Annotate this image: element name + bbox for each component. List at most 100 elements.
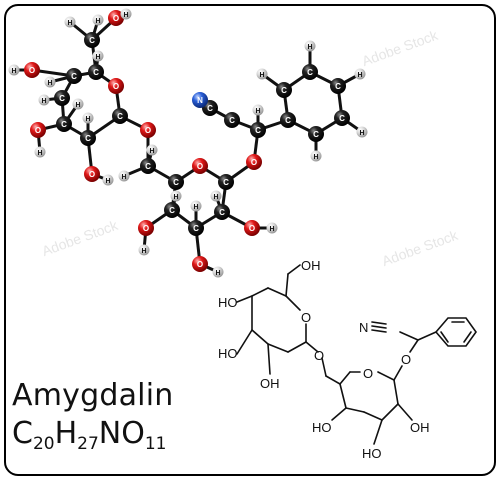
- hydrogen-atom: H: [170, 190, 182, 202]
- atom-symbol: H: [313, 154, 318, 161]
- atom-symbol: C: [335, 82, 341, 91]
- hydrogen-atom: H: [310, 150, 322, 162]
- nitrogen-atom: N: [192, 92, 208, 108]
- atom-symbol: H: [215, 270, 220, 277]
- oxygen-atom: O: [138, 220, 154, 236]
- atom-symbol: O: [197, 162, 203, 171]
- hydrogen-atom: H: [34, 146, 46, 158]
- atom-symbol: H: [75, 102, 80, 109]
- carbon-atom: C: [218, 174, 234, 190]
- oxygen-atom: O: [140, 122, 156, 138]
- hydrogen-atom: H: [210, 190, 222, 202]
- oxygen-atom: O: [246, 154, 262, 170]
- hydrogen-atom: H: [120, 8, 132, 20]
- hydrogen-atom: H: [118, 170, 130, 182]
- atom-symbol: C: [59, 94, 65, 103]
- oh-bottom-left-label: OH: [260, 376, 280, 391]
- atom-symbol: O: [113, 14, 119, 23]
- atom-symbol: H: [121, 174, 126, 181]
- carbon-count: 20: [32, 434, 55, 454]
- hydrogen-atom: H: [64, 16, 76, 28]
- oxygen-atom: O: [30, 122, 46, 138]
- oxygen-atom: O: [244, 220, 260, 236]
- atom-symbol: C: [117, 112, 123, 121]
- hydrogen-atom: H: [38, 94, 50, 106]
- atom-symbol: H: [95, 54, 100, 61]
- carbon-atom: C: [334, 110, 350, 126]
- hydrogen-atom: H: [252, 104, 264, 116]
- ho-label-3: HO: [312, 420, 332, 435]
- atom-symbol: C: [71, 72, 77, 81]
- carbon-atom: C: [88, 64, 104, 80]
- atom-symbol: H: [47, 80, 52, 87]
- atom-symbol: H: [213, 194, 218, 201]
- atom-symbol: C: [285, 116, 291, 125]
- atom-symbol: H: [85, 116, 90, 123]
- carbon-atom: C: [168, 174, 184, 190]
- oxygen-atom: O: [24, 62, 40, 78]
- carbon-atom: C: [84, 32, 100, 48]
- hydrogen-atom: H: [8, 64, 20, 76]
- atom-symbol: O: [143, 224, 149, 233]
- oh-right-label: OH: [410, 420, 430, 435]
- atom-symbol: H: [67, 20, 72, 27]
- hydrogen-atom: H: [190, 200, 202, 212]
- carbon-atom: C: [66, 68, 82, 84]
- atom-symbol: C: [193, 224, 199, 233]
- hydrogen-atom: H: [146, 144, 158, 156]
- carbon-atom: C: [224, 112, 240, 128]
- hydrogen-atom: H: [92, 50, 104, 62]
- atom-symbol: C: [173, 178, 179, 187]
- oh-top-label: OH: [301, 258, 321, 273]
- atom-symbol: O: [145, 126, 151, 135]
- carbon-atom: C: [80, 130, 96, 146]
- carbon-atom: C: [250, 122, 266, 138]
- link-oxygen: O: [314, 348, 324, 363]
- hydrogen-atom: H: [256, 68, 268, 80]
- atom-symbol: C: [219, 208, 225, 217]
- picture-frame: [4, 4, 496, 476]
- compound-name: Amygdalin: [12, 378, 174, 413]
- carbon-atom: C: [188, 220, 204, 236]
- ether-oxygen: O: [401, 352, 411, 367]
- hydrogen-atom: H: [102, 174, 114, 186]
- atom-symbol: H: [123, 12, 128, 19]
- atom-symbol: H: [269, 226, 274, 233]
- atom-symbol: C: [223, 178, 229, 187]
- carbon-atom: C: [214, 204, 230, 220]
- hydrogen-atom: H: [266, 222, 278, 234]
- atom-symbol: H: [255, 108, 260, 115]
- hydrogen-atom: H: [356, 126, 368, 138]
- atom-symbol: H: [259, 72, 264, 79]
- atom-symbol: H: [37, 150, 42, 157]
- atom-symbol: C: [169, 206, 175, 215]
- atom-symbol: H: [193, 204, 198, 211]
- hydrogen-atom: H: [354, 68, 366, 80]
- atom-symbol: O: [251, 158, 257, 167]
- hydrogen-atom: H: [304, 40, 316, 52]
- atom-symbol: C: [339, 114, 345, 123]
- atom-symbol: H: [95, 18, 100, 25]
- atom-symbol: H: [359, 130, 364, 137]
- ho-label-2: HO: [218, 346, 238, 361]
- atom-symbol: C: [313, 130, 319, 139]
- hydrogen-atom: H: [212, 266, 224, 278]
- carbon-atom: C: [280, 112, 296, 128]
- atom-symbol: C: [85, 134, 91, 143]
- atom-symbol: H: [141, 248, 146, 255]
- atom-symbol: C: [93, 68, 99, 77]
- hydrogen-atom: H: [44, 76, 56, 88]
- oxygen-atom: O: [192, 158, 208, 174]
- atom-symbol: O: [89, 170, 95, 179]
- atom-symbol: O: [113, 82, 119, 91]
- oxygen-atom: O: [84, 166, 100, 182]
- hydrogen-atom: H: [72, 98, 84, 110]
- atom-symbol: N: [197, 96, 203, 105]
- carbon-atom: C: [330, 78, 346, 94]
- hydrogen-atom: H: [92, 14, 104, 26]
- oxygen-atom: O: [192, 256, 208, 272]
- atom-symbol: H: [173, 194, 178, 201]
- atom-symbol: O: [29, 66, 35, 75]
- atom-symbol: O: [35, 126, 41, 135]
